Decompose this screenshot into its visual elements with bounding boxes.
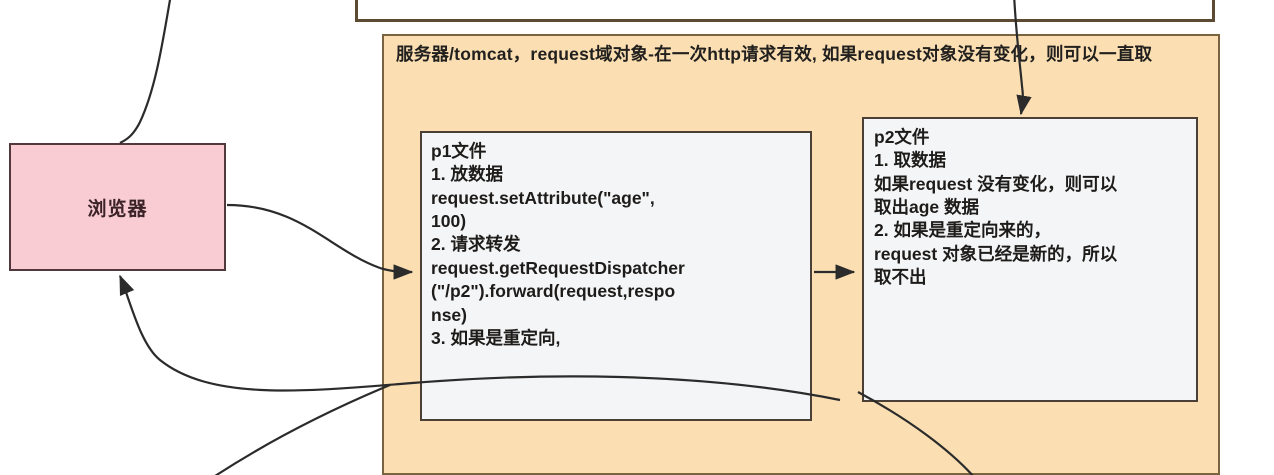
- p2-file-box[interactable]: p2文件 1. 取数据 如果request 没有变化，则可以 取出age 数据 …: [862, 117, 1198, 402]
- server-header-text: 服务器/tomcat，request域对象-在一次http请求有效, 如果req…: [396, 44, 1153, 64]
- connector-top-to-browser: [119, 0, 172, 144]
- browser-box[interactable]: 浏览器: [9, 143, 226, 271]
- browser-label: 浏览器: [87, 198, 148, 220]
- p1-file-text: p1文件 1. 放数据 request.setAttribute("age", …: [431, 141, 685, 348]
- p2-file-text: p2文件 1. 取数据 如果request 没有变化，则可以 取出age 数据 …: [874, 127, 1118, 288]
- p1-file-box[interactable]: p1文件 1. 放数据 request.setAttribute("age", …: [420, 131, 812, 421]
- top-partial-box[interactable]: [355, 0, 1215, 22]
- connector-p1-bottom-outflow: [214, 383, 391, 475]
